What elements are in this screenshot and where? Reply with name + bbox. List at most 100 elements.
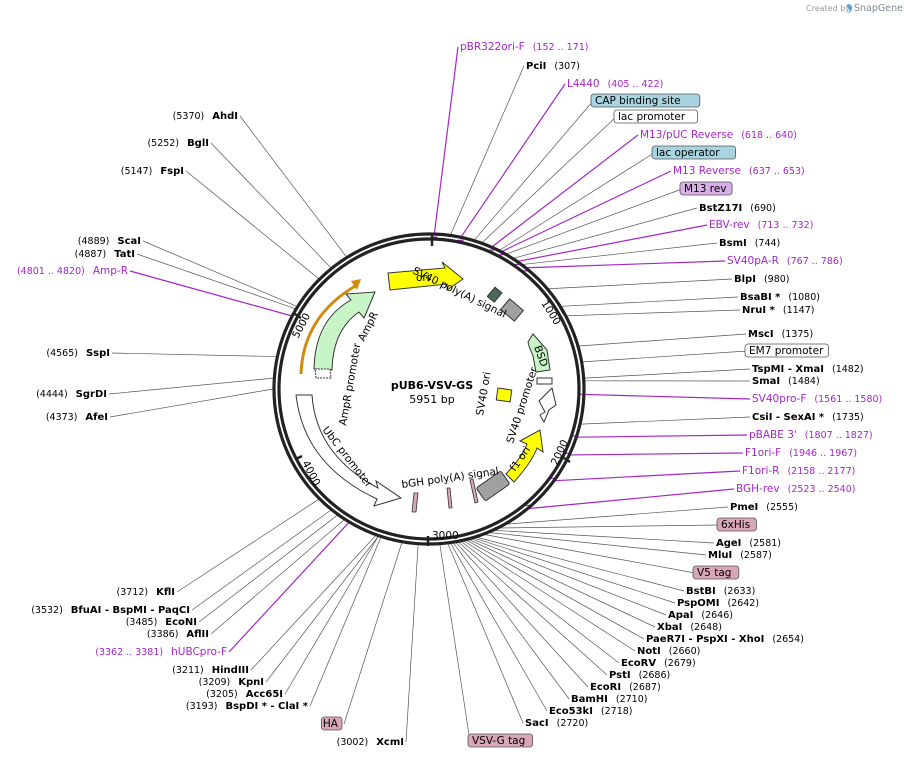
leader-tati — [136, 253, 296, 309]
v5-tag-arrow — [469, 478, 479, 504]
label-bgh-rev-pos: (2523 .. 2540) — [788, 484, 856, 495]
label-fspi-pos: (5147) — [121, 166, 153, 177]
label-scai-pos: (4889) — [78, 236, 110, 247]
label-bstz17i-pos: (690) — [750, 203, 776, 214]
tick-2000-label: 2000 — [549, 438, 571, 467]
bsd-feature[interactable] — [527, 333, 551, 373]
leader-pcii — [450, 65, 525, 235]
sv40-promoter-feature[interactable] — [538, 387, 557, 424]
label-bstbi-pos: (2633) — [724, 586, 756, 597]
leader-sgrdi — [108, 377, 274, 395]
label-csii-sexai-pos: (1735) — [832, 412, 864, 423]
plasmid-length: 5951 bp — [409, 393, 454, 406]
label-sspi-pos: (4565) — [46, 348, 78, 359]
label-hindiii-pos: (3211) — [172, 665, 204, 676]
leader-econi — [198, 514, 338, 623]
label-bspdi-clai-pos: (3193) — [186, 701, 218, 712]
label-tspmi-xmai: TspMI - XmaI — [752, 364, 824, 375]
label-saci-pos: (2720) — [557, 718, 589, 729]
label-msci: MscI — [748, 329, 774, 340]
sv40-ori-feature[interactable] — [495, 387, 513, 403]
leader-mlui — [489, 532, 707, 556]
label-em7-promoter-box — [744, 343, 829, 358]
leader-ahdi — [239, 115, 347, 257]
label-pbr322ori-f: pBR322ori-F — [460, 41, 525, 53]
label-f1ori-r-pos: (2158 .. 2177) — [787, 466, 855, 477]
label-kfli-pos: (3712) — [117, 587, 149, 598]
label-psti: PstI — [609, 670, 631, 681]
label-xbai-pos: (2648) — [690, 622, 722, 633]
leader-bfuai-bspmi-paqci — [191, 509, 332, 611]
label-pmei: PmeI — [730, 502, 758, 513]
leader-bstz17i — [513, 207, 698, 259]
leader-bgli — [210, 142, 332, 269]
leader-ecorv — [461, 541, 620, 664]
label-ecorv: EcoRV — [621, 658, 656, 669]
bgh-polya-feature[interactable] — [476, 471, 510, 501]
label-kfli: KflI — [156, 587, 175, 598]
leader-agei — [494, 530, 715, 544]
label-cap-binding-site-box — [590, 93, 701, 108]
ampr-feature[interactable] — [313, 291, 376, 371]
label-nrui: NruI * — [742, 305, 776, 316]
label-noti: NotI — [637, 646, 661, 657]
leader-acc65i — [284, 536, 379, 695]
sv40-polya-feature[interactable] — [499, 298, 525, 322]
leader-f1ori-r — [555, 470, 741, 482]
label-paer7i-pspxi-xhoi: PaeR7I - PspXI - XhoI — [646, 634, 764, 645]
label-smai-pos: (1484) — [788, 376, 820, 387]
label-6xhis-box — [716, 517, 757, 532]
ampr-promoter-feature[interactable] — [314, 368, 332, 379]
plasmid-name: pUB6-VSV-GS — [391, 379, 473, 392]
label-lac-promoter-box — [613, 109, 698, 124]
f1-ori-feature[interactable] — [505, 429, 544, 483]
leader-apai — [471, 538, 667, 616]
label-ecorv-pos: (2679) — [664, 658, 696, 669]
label-bfuai-bspmi-paqci: BfuAI - BspMI - PaqCI — [71, 605, 190, 616]
leader-vsv-g-tag — [439, 544, 471, 742]
label-bamhi-pos: (2710) — [616, 694, 648, 705]
label-lac-promoter: lac promoter — [618, 111, 686, 123]
label-pbabe-3: pBABE 3' — [749, 429, 797, 441]
label-v5-tag: V5 tag — [697, 567, 731, 579]
sv40-polya-small-box — [486, 286, 503, 303]
label-mlui-pos: (2587) — [740, 550, 772, 561]
ampr-outline-arrowhead — [351, 279, 361, 290]
label-kpni-pos: (3209) — [199, 677, 231, 688]
snapgene-logo-text: SnapGene — [854, 3, 903, 14]
leader-msci — [578, 333, 747, 347]
ampr-label: AmpR — [356, 310, 381, 343]
label-blpi: BlpI — [734, 274, 756, 285]
ori-label: ori — [416, 272, 430, 284]
label-m13-puc-reverse-pos: (618 .. 640) — [741, 130, 797, 141]
leader-lac-promoter — [482, 116, 617, 243]
label-acc65i-pos: (3205) — [206, 689, 238, 700]
label-sv40pa-r: SV40pA-R — [727, 255, 779, 267]
label-aflii: AflII — [186, 629, 209, 640]
label-f1ori-r: F1ori-R — [742, 465, 779, 477]
leader-afei — [109, 388, 274, 418]
label-sv40pa-r-pos: (767 .. 786) — [787, 256, 843, 267]
label-tati-pos: (4887) — [75, 249, 107, 260]
ori-feature[interactable] — [387, 261, 464, 291]
label-lac-operator-box — [651, 145, 736, 160]
label-bamhi: BamHI — [571, 694, 608, 705]
label-pspomi-pos: (2642) — [727, 598, 759, 609]
label-eco53ki-pos: (2718) — [601, 706, 633, 717]
ubc-promoter-feature[interactable] — [295, 394, 403, 507]
leader-em7-promoter — [582, 350, 748, 363]
label-sgrdi: SgrDI — [76, 389, 107, 400]
leader-l4440 — [460, 83, 566, 237]
ha-tag-arrow — [411, 492, 419, 513]
label-amp-r-pos: (4801 .. 4820) — [17, 266, 85, 277]
leader-aflii — [210, 519, 345, 635]
label-ecori: EcoRI — [590, 682, 621, 693]
label-xbai: XbaI — [657, 622, 682, 633]
leader-bamhi — [453, 542, 570, 700]
label-pbabe-3-pos: (1807 .. 1827) — [805, 430, 873, 441]
feature-labels: pBR322ori-F(152 .. 171)PciI(307)L4440(40… — [17, 41, 882, 748]
leader-blpi — [548, 278, 733, 290]
label-pcii-pos: (307) — [554, 61, 580, 72]
label-mlui: MluI — [708, 550, 732, 561]
snapgene-logo-icon — [846, 4, 852, 13]
